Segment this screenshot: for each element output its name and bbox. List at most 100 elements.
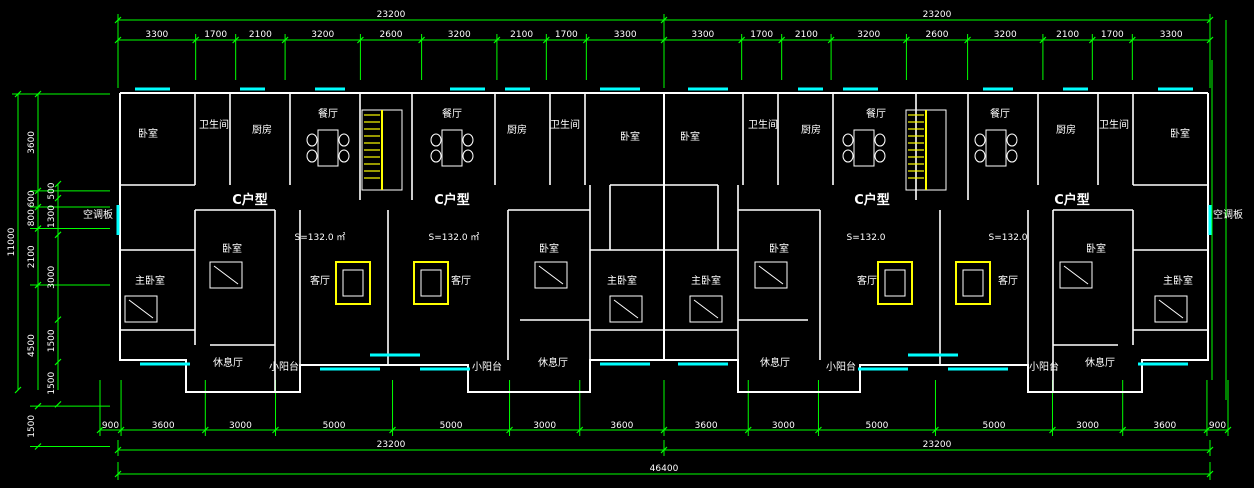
bed-detail <box>128 299 154 319</box>
dining-chair <box>874 133 886 147</box>
bed-detail <box>1158 299 1184 319</box>
left-inner-label: 1500 <box>47 329 57 352</box>
top-segment-label: 2100 <box>249 30 272 40</box>
bottom-segment-label: 5000 <box>440 421 463 431</box>
dining-chair <box>1006 133 1018 147</box>
left-inner-label: 1300 <box>47 205 57 228</box>
dining-chair <box>974 133 986 147</box>
room-label-bathroom: 卫生间 <box>748 118 778 131</box>
furniture <box>124 109 1188 323</box>
unit-type-label: C户型 <box>232 192 268 208</box>
bottom-segment-label: 3600 <box>152 421 175 431</box>
bottom-segment-label: 900 <box>1209 421 1226 431</box>
bed-detail <box>613 299 639 319</box>
dimension-tick <box>14 386 22 394</box>
living-rug <box>413 261 449 305</box>
dimension-tick <box>54 316 62 324</box>
room-label-dining: 餐厅 <box>442 107 462 120</box>
bottom-total-label: 23200 <box>377 440 406 450</box>
top-segment-label: 1700 <box>555 30 578 40</box>
room-label-dining: 餐厅 <box>866 107 886 120</box>
bed-detail <box>1063 265 1089 285</box>
outer-wall-right <box>663 92 1209 393</box>
room-labels: 卧室卧室卫生间卫生间厨房厨房餐厅餐厅餐厅餐厅厨房厨房卫生间卫生间卧室卧室卧室卧室… <box>83 107 1243 373</box>
dining-chair <box>462 133 474 147</box>
room-label-bathroom: 卫生间 <box>199 118 229 131</box>
room-label-living: 客厅 <box>857 274 877 287</box>
dining-table <box>853 129 875 167</box>
outer-wall-left <box>119 92 665 393</box>
left-inner-label: 1500 <box>47 371 57 394</box>
living-rug <box>955 261 991 305</box>
walls <box>116 87 1212 393</box>
bottom-segment-label: 900 <box>102 421 119 431</box>
room-label-ac_panel: 空调板 <box>83 208 113 221</box>
left-outer-label: 1500 <box>27 415 37 438</box>
dimension-tick <box>54 231 62 239</box>
area-label: S=132.0 ㎡ <box>295 232 346 243</box>
left-outer-label: 600 <box>27 190 37 207</box>
coffee-table <box>420 269 442 297</box>
bed-detail <box>213 265 239 285</box>
room-label-master_bedroom: 主卧室 <box>135 274 165 287</box>
room-label-kitchen: 厨房 <box>252 123 272 136</box>
room-label-bathroom: 卫生间 <box>1099 118 1129 131</box>
left-outer-label: 2100 <box>27 245 37 268</box>
room-label-bedroom: 卧室 <box>1170 127 1190 140</box>
left-overall-label: 11000 <box>7 227 17 256</box>
bottom-segment-label: 5000 <box>866 421 889 431</box>
room-label-bedroom: 卧室 <box>769 242 789 255</box>
room-label-bedroom: 卧室 <box>680 130 700 143</box>
area-label: S=132.0 <box>988 233 1027 243</box>
dimension-tick <box>54 358 62 366</box>
bed-detail <box>538 265 564 285</box>
area-label: S=132.0 <box>846 233 885 243</box>
bed <box>209 261 243 289</box>
top-segment-label: 2100 <box>1056 30 1079 40</box>
dimension-tick <box>54 194 62 202</box>
room-label-bedroom: 卧室 <box>620 130 640 143</box>
top-segment-label: 3200 <box>994 30 1017 40</box>
dining-chair <box>974 149 986 163</box>
bed-detail <box>693 299 719 319</box>
bottom-segment-label: 5000 <box>983 421 1006 431</box>
room-label-small_balcony: 小阳台 <box>826 360 856 373</box>
dining-table <box>317 129 339 167</box>
room-label-dining: 餐厅 <box>318 107 338 120</box>
bed <box>754 261 788 289</box>
room-label-kitchen: 厨房 <box>507 123 527 136</box>
room-label-small_balcony: 小阳台 <box>269 360 299 373</box>
left-outer-label: 3600 <box>27 131 37 154</box>
top-segment-label: 3300 <box>614 30 637 40</box>
living-rug <box>877 261 913 305</box>
room-label-master_bedroom: 主卧室 <box>607 274 637 287</box>
unit-type-label: C户型 <box>854 192 890 208</box>
room-label-kitchen: 厨房 <box>1056 123 1076 136</box>
room-label-small_balcony: 小阳台 <box>1029 360 1059 373</box>
coffee-table <box>884 269 906 297</box>
dining-chair <box>842 149 854 163</box>
room-label-lounge: 休息厅 <box>213 356 243 369</box>
left-outer-label: 4500 <box>27 334 37 357</box>
room-label-living: 客厅 <box>310 274 330 287</box>
top-total-label: 23200 <box>377 10 406 20</box>
bottom-segment-label: 3000 <box>533 421 556 431</box>
coffee-table <box>962 269 984 297</box>
dining-chair <box>874 149 886 163</box>
dining-chair <box>462 149 474 163</box>
unit-type-label: C户型 <box>1054 192 1090 208</box>
dining-chair <box>306 133 318 147</box>
top-segment-label: 1700 <box>1101 30 1124 40</box>
top-segment-label: 3200 <box>857 30 880 40</box>
bottom-segment-label: 3000 <box>229 421 252 431</box>
dining-table <box>985 129 1007 167</box>
bed-detail <box>758 265 784 285</box>
dimension-tick <box>54 180 62 188</box>
bed <box>609 295 643 323</box>
room-label-dining: 餐厅 <box>990 107 1010 120</box>
dining-table <box>441 129 463 167</box>
dining-chair <box>338 133 350 147</box>
room-label-kitchen: 厨房 <box>801 123 821 136</box>
